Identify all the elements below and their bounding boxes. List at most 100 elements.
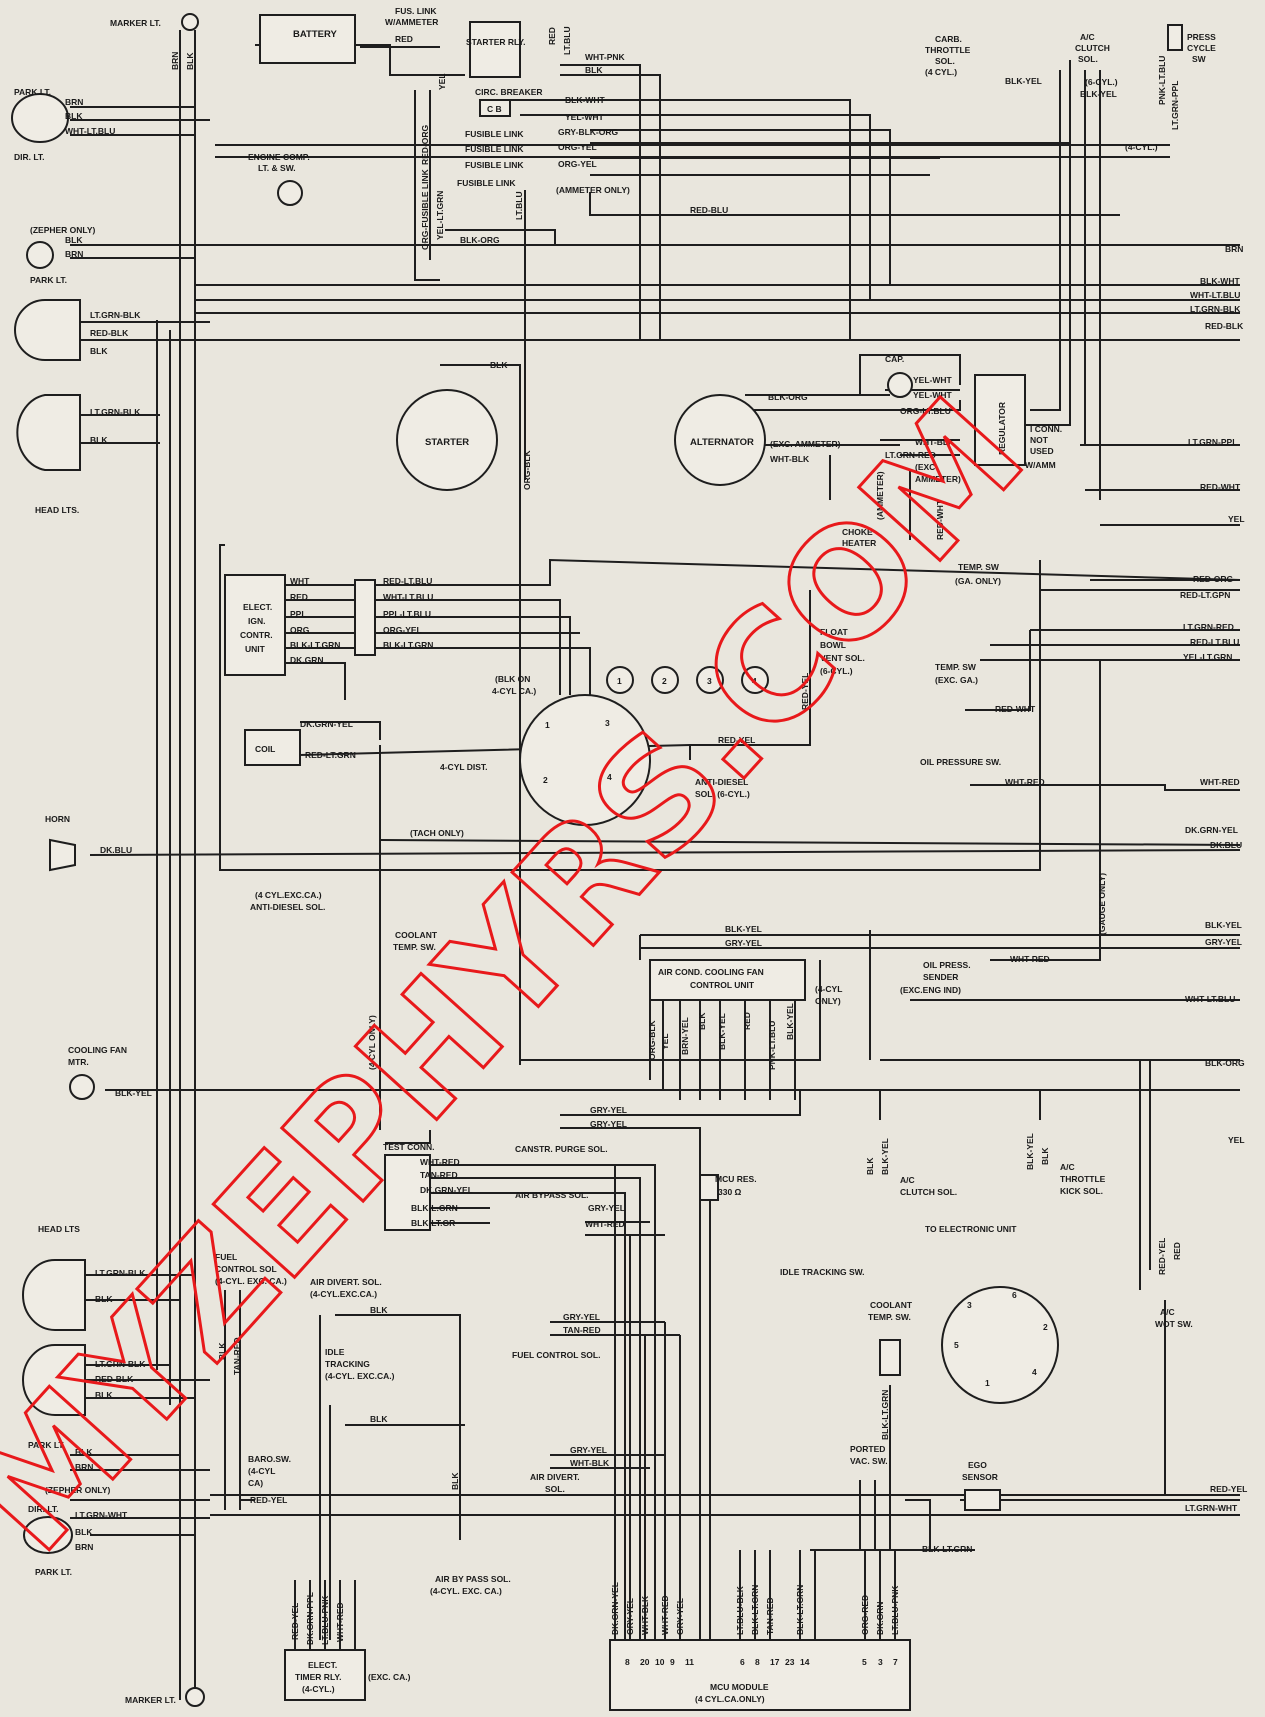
wire-lt-grn-blk-hl2: LT.GRN-BLK — [90, 407, 141, 417]
wire-blk-bypass-v: BLK — [450, 1472, 460, 1490]
wire-dk-grn-yel-test: DK.GRN-YEL — [420, 1185, 473, 1195]
wire-red-lt-blu-right: RED-LT.BLU — [1190, 637, 1239, 647]
cap-symbol — [887, 372, 913, 398]
eu-pin: 6 — [1012, 1290, 1017, 1300]
wire-blk-hl2: BLK — [90, 435, 108, 445]
engine-comp-lamp — [277, 180, 303, 206]
elect-ign-unit-box — [224, 574, 286, 676]
label-ego-0: EGO — [968, 1460, 987, 1470]
wire-lt-grn-ppl-right: LT.GRN-PPL — [1188, 437, 1237, 447]
wire-blk-marker: BLK — [185, 52, 195, 70]
wire-red-wht-temp-exc: RED-WHT — [995, 704, 1036, 714]
label-carb-throttle-0: CARB. — [935, 34, 962, 44]
label-canstr-purge: CANSTR. PURGE SOL. — [515, 1144, 608, 1154]
label-temp-sw-ga-1: (GA. ONLY) — [955, 576, 1001, 586]
wire-red-yel-wot: RED-YEL — [1157, 1238, 1167, 1275]
label-carb-throttle-3: (4 CYL.) — [925, 67, 957, 77]
wire-blk-park: BLK — [65, 111, 83, 121]
regulator-box — [974, 374, 1026, 466]
wire-blk-zephyr: BLK — [65, 235, 83, 245]
wire-red-org: RED-ORG — [420, 124, 430, 165]
wire-lt-blu-blk-mcu: LT.BLU-BLK — [735, 1585, 745, 1635]
mcu-pin: 9 — [670, 1657, 675, 1667]
wire-gry-yel-right: GRY-YEL — [1205, 937, 1242, 947]
wire-wht-lt-blu-right-2: WHT-LT.BLU — [1185, 994, 1235, 1004]
label-park-lt-4: PARK LT. — [35, 1567, 72, 1577]
wire-red-lt-grn-coil: RED-LT.GRN — [305, 750, 356, 760]
label-blk-on-0: (BLK ON — [495, 674, 530, 684]
label-dir-lt-2: DIR. LT. — [28, 1504, 59, 1514]
label-ac-wot-1: WOT SW. — [1155, 1319, 1193, 1329]
wire-lt-blu-pnk-timer: LT.BLU-PNK — [320, 1595, 330, 1645]
wire-yel-right: YEL — [1228, 514, 1245, 524]
label-float-bowl-2: VENT SOL. — [820, 653, 865, 663]
wire-dk-grn-eic: DK.GRN — [290, 655, 324, 665]
park-lt-top-lamp — [11, 93, 69, 143]
battery-symbol — [259, 14, 356, 64]
wire-wht-red-right: WHT-RED — [1200, 777, 1240, 787]
wire-blk-yel-fan2: BLK-YEL — [717, 1013, 727, 1050]
wire-blk-park3: BLK — [75, 1447, 93, 1457]
label-temp-sw-ga-0: TEMP. SW — [958, 562, 1000, 572]
wire-blk-wht: BLK-WHT — [565, 95, 605, 105]
wire-yel-rly: YEL — [437, 73, 447, 90]
label-fuel-control-2: FUEL CONTROL SOL. — [512, 1350, 600, 1360]
label-idle-tracking-sw: IDLE TRACKING SW. — [780, 1267, 865, 1277]
label-idle-tracking-2: (4-CYL. EXC.CA.) — [325, 1371, 395, 1381]
label-air-by-pass-0: AIR BY PASS SOL. — [435, 1574, 511, 1584]
label-four-cyl-top: (4-CYL.) — [1125, 142, 1158, 152]
label-engine-comp-0: ENGINE COMP. — [248, 152, 310, 162]
wire-pnk-lt-blu: PNK-LT.BLU — [1157, 56, 1167, 105]
label-ac-throttle-1: THROTTLE — [1060, 1174, 1106, 1184]
label-4cyl-dist: 4-CYL DIST. — [440, 762, 488, 772]
label-fusible-link-4: FUSIBLE LINK — [457, 178, 516, 188]
wire-blk-ac-clutch: BLK — [865, 1157, 875, 1175]
electronic-unit-symbol — [941, 1286, 1059, 1404]
wire-wht-lt-blu-eic: WHT-LT.BLU — [383, 592, 433, 602]
wire-red-blk-hlb: RED-BLK — [95, 1374, 134, 1384]
mcu-pin: 23 — [785, 1657, 795, 1667]
wire-blk-yel-top: BLK-YEL — [1005, 76, 1042, 86]
wire-wht-lt-blu-right: WHT-LT.BLU — [1190, 290, 1240, 300]
components — [11, 13, 1183, 1711]
label-air-divert-2-0: AIR DIVERT. — [530, 1472, 580, 1482]
label-cooling-fan-1: MTR. — [68, 1057, 89, 1067]
wire-yel-lt-grn-right: YEL-LT.GRN — [1183, 652, 1232, 662]
label-zephyr-only-top: (ZEPHER ONLY) — [30, 225, 96, 235]
label-regulator: REGULATOR — [997, 402, 1007, 455]
label-elect-ign-3: UNIT — [245, 644, 266, 654]
wire-blk-yel-fan: BLK-YEL — [725, 924, 762, 934]
wire-blk-yel-throttle: BLK-YEL — [1025, 1133, 1035, 1170]
label-fuel-control-1-1: CONTROL SOL — [215, 1264, 277, 1274]
wire-brn-park3: BRN — [75, 1462, 93, 1472]
wire-blk-fan: BLK — [697, 1012, 707, 1030]
label-coolant-temp-1-1: TEMP. SW. — [393, 942, 436, 952]
ac-cooling-fan-unit-box — [649, 959, 806, 1001]
label-press-cycle-0: PRESS — [1187, 32, 1216, 42]
coolant-temp-sw-2-symbol — [879, 1339, 901, 1376]
dist-pin: 4 — [607, 772, 612, 782]
wire-lt-grn-wht-dir: LT.GRN-WHT — [75, 1510, 128, 1520]
wire-wht-red-oil-press: WHT-RED — [1010, 954, 1050, 964]
label-press-cycle-1: CYCLE — [1187, 43, 1216, 53]
mcu-pin: 17 — [770, 1657, 780, 1667]
wire-org-yel-2: ORG-YEL — [558, 159, 597, 169]
wire-wht-eic: WHT — [290, 576, 310, 586]
wire-dk-grn-ppl-timer: DK.GRN-PPL — [305, 1592, 315, 1645]
label-park-lt-3: PARK LT. — [28, 1440, 65, 1450]
dist-pin: 2 — [543, 775, 548, 785]
wire-gry-yel-mcu: GRY-YEL — [625, 1598, 635, 1635]
label-timer-rly-2: (4-CYL.) — [302, 1684, 335, 1694]
label-fusible-link-3: FUSIBLE LINK — [465, 160, 524, 170]
label-ammeter-vert: (AMMETER) — [875, 471, 885, 520]
wire-blu: LT.BLU — [514, 191, 524, 220]
firing-num: 2 — [662, 676, 667, 686]
wire-blk-lt-grn-mcu3: BLK-LT.GRN — [795, 1585, 805, 1635]
horn-symbol — [49, 838, 76, 872]
dist-pin: 1 — [545, 720, 550, 730]
wire-red-rly: RED — [547, 27, 557, 45]
wire-brn-dir: BRN — [75, 1542, 93, 1552]
label-oil-press-0: OIL PRESS. — [923, 960, 971, 970]
wire-blk-hlb: BLK — [95, 1294, 113, 1304]
